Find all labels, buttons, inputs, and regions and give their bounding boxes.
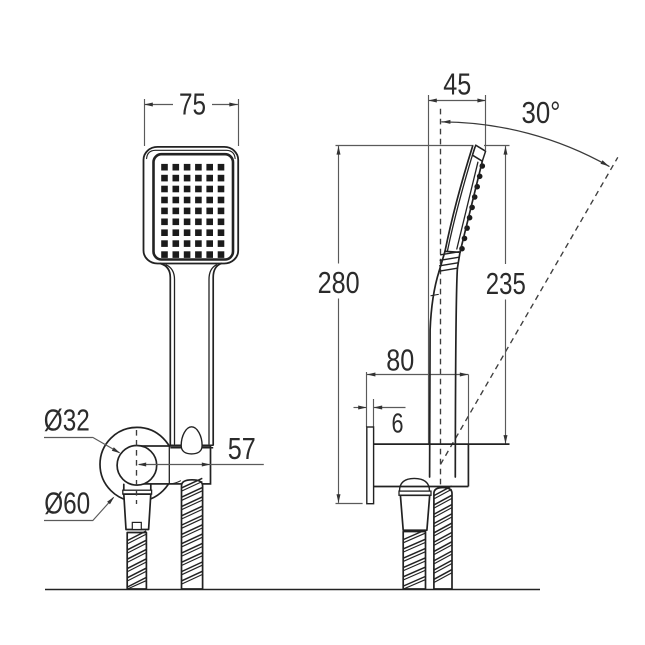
svg-text:Ø60: Ø60 bbox=[44, 485, 90, 520]
svg-text:280: 280 bbox=[318, 265, 360, 300]
svg-text:75: 75 bbox=[179, 87, 206, 122]
svg-text:45: 45 bbox=[443, 67, 471, 102]
svg-text:30°: 30° bbox=[522, 95, 561, 130]
svg-text:235: 235 bbox=[486, 266, 526, 301]
svg-text:6: 6 bbox=[392, 408, 404, 439]
svg-text:80: 80 bbox=[386, 342, 414, 377]
svg-text:57: 57 bbox=[228, 431, 256, 466]
svg-text:Ø32: Ø32 bbox=[44, 402, 90, 437]
